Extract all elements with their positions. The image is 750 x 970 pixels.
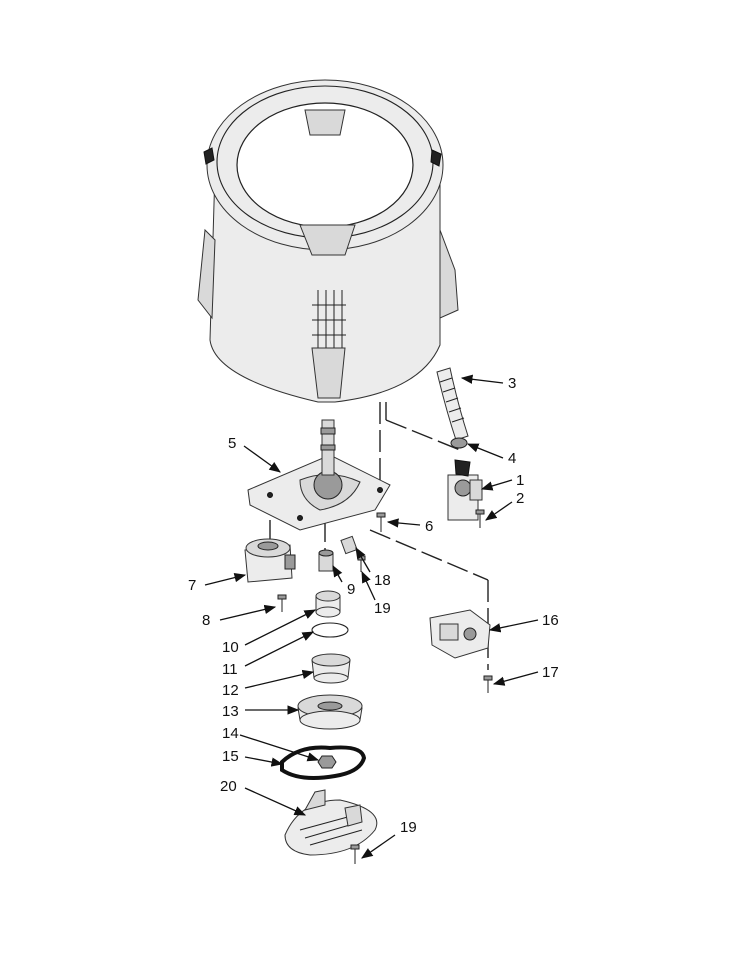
- motor-screw: [277, 594, 287, 612]
- bearing: [315, 590, 341, 618]
- leader-arrows: [204, 374, 539, 859]
- callout-17: 17: [542, 664, 559, 681]
- callout-labels: 1 2 3 4 5 6 7 8 9 10 11 12 13 14 15 16 1…: [188, 375, 559, 836]
- callout-15: 15: [222, 748, 239, 765]
- callout-14: 14: [222, 725, 239, 742]
- callout-20: 20: [220, 778, 237, 795]
- gearcase-mounting-plate: [247, 419, 391, 531]
- bracket-screw: [350, 844, 360, 864]
- drain-pump: [447, 459, 483, 521]
- callout-16: 16: [542, 612, 559, 629]
- actuator-mount-screw: [483, 675, 493, 693]
- callout-8: 8: [202, 612, 210, 629]
- outer-tub: [197, 79, 459, 403]
- drive-motor: [244, 538, 296, 583]
- drive-belt: [280, 745, 367, 780]
- callout-2: 2: [516, 490, 524, 507]
- callout-1: 1: [516, 472, 524, 489]
- callout-10: 10: [222, 639, 239, 656]
- callout-9: 9: [347, 581, 355, 598]
- plate-bolt: [376, 512, 386, 532]
- callout-12: 12: [222, 682, 239, 699]
- callout-19-bracket: 19: [400, 819, 417, 836]
- tub-ribs: [312, 290, 346, 355]
- drive-pulley: [297, 694, 363, 730]
- coupler: [318, 549, 334, 572]
- callout-6: 6: [425, 518, 433, 535]
- callout-4: 4: [508, 450, 516, 467]
- retaining-ring: [311, 622, 349, 638]
- callout-3: 3: [508, 375, 516, 392]
- shift-actuator-plug: [340, 535, 358, 555]
- callout-7: 7: [188, 577, 196, 594]
- pump-screw: [475, 509, 485, 528]
- drain-hose: [436, 367, 469, 441]
- shift-actuator: [429, 609, 491, 659]
- pulley-nut: [317, 755, 337, 769]
- callout-13: 13: [222, 703, 239, 720]
- drive-bracket: [284, 789, 378, 856]
- hose-clamp: [450, 437, 468, 449]
- callout-19-actuator: 19: [374, 600, 391, 617]
- callout-5: 5: [228, 435, 236, 452]
- callout-18: 18: [374, 572, 391, 589]
- clutch: [311, 653, 351, 684]
- callout-11: 11: [222, 661, 238, 678]
